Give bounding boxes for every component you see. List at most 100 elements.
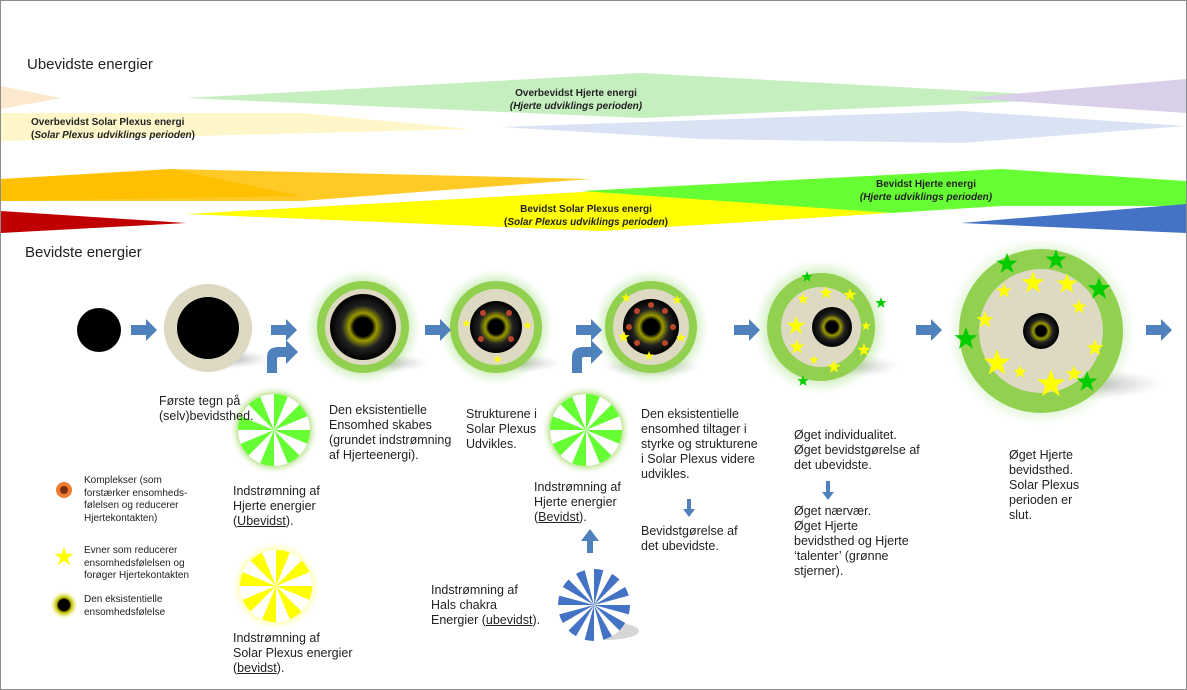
wheel-segment bbox=[568, 605, 594, 637]
talent-star-legend-icon bbox=[54, 547, 74, 566]
complex-legend-icon bbox=[56, 482, 72, 498]
wheel-segment bbox=[594, 587, 629, 605]
band-over-crown bbox=[966, 79, 1186, 113]
label-over-solar: Overbevidst Solar Plexus energi (Solar P… bbox=[31, 117, 195, 141]
up-arrow-throat bbox=[581, 529, 599, 553]
wheel-segment bbox=[560, 396, 586, 430]
wheel-segment bbox=[552, 430, 586, 456]
arrow-3 bbox=[425, 319, 451, 341]
arrow-7 bbox=[1146, 319, 1172, 341]
band-orange-tail bbox=[1, 169, 591, 201]
arrow-1 bbox=[131, 319, 157, 341]
label-over-heart: Overbevidst Hjerte energi (Hjerte udvikl… bbox=[509, 88, 643, 112]
heart-conscious-caption: Indstrømning af Hjerte energier (Bevidst… bbox=[534, 480, 621, 524]
arrow-2 bbox=[271, 319, 297, 341]
wheel-segment bbox=[240, 572, 276, 586]
down-arrow-1 bbox=[683, 499, 695, 517]
section-conscious-title: Bevidste energier bbox=[25, 244, 142, 261]
stage5-caption: Øget individualitet.Øget bevidstgørelse … bbox=[794, 428, 920, 472]
wheel-segment bbox=[262, 586, 276, 622]
throat-unconscious-wheel bbox=[558, 569, 639, 641]
stage3-center-dot bbox=[355, 319, 371, 335]
wheel-segment bbox=[586, 394, 600, 430]
arrow-6 bbox=[916, 319, 942, 341]
wheel-segment bbox=[572, 430, 586, 466]
loneliness-legend-icon bbox=[50, 591, 78, 619]
wheel-segment bbox=[274, 394, 288, 430]
band-over-heart bbox=[186, 73, 1101, 118]
stage7-center-dot bbox=[1037, 327, 1045, 335]
wheel-segment bbox=[594, 605, 612, 640]
wheel-segment bbox=[276, 586, 312, 600]
stage5-center-dot bbox=[644, 320, 658, 334]
stage4-complexes bbox=[478, 310, 514, 342]
solar-conscious-caption: Indstrømning af Solar Plexus energier (b… bbox=[233, 631, 353, 675]
band-over-throat bbox=[501, 111, 1186, 143]
process-diagram bbox=[77, 241, 1172, 553]
wheel-segment bbox=[594, 569, 604, 605]
label-conscious-solar: Bevidst Solar Plexus energi (Solar Plexu… bbox=[504, 204, 668, 228]
wheel-segment bbox=[562, 579, 594, 605]
wheel-segment bbox=[240, 430, 274, 456]
energy-bands bbox=[1, 73, 1186, 233]
wheel-segment bbox=[594, 605, 626, 631]
wheel-segment bbox=[586, 430, 612, 464]
heart-conscious-wheel bbox=[542, 386, 630, 474]
wheel-segment bbox=[260, 430, 274, 466]
wheel-segment bbox=[248, 396, 274, 430]
wheel-segment bbox=[559, 605, 594, 623]
band-over-solar-faint-left bbox=[1, 86, 61, 109]
bend-arrow-2 bbox=[572, 340, 603, 373]
stage1-caption: Første tegn på(selv)bevidsthed. bbox=[159, 394, 254, 423]
heart-unconscious-wheel bbox=[230, 386, 318, 474]
throat-unconscious-caption: Indstrømning af Hals chakra Energier (ub… bbox=[431, 583, 541, 627]
band-conscious-heart bbox=[581, 169, 1186, 213]
heart-unconscious-caption: Indstrømning af Hjerte energier (Ubevids… bbox=[233, 484, 320, 528]
wheel-segment bbox=[576, 570, 594, 605]
legend-icons bbox=[50, 482, 78, 619]
bend-arrow-1 bbox=[267, 340, 298, 373]
stage4-center-dot bbox=[489, 320, 503, 334]
wheel-segment bbox=[274, 430, 310, 444]
wheel-segment bbox=[238, 416, 274, 430]
arrow-4 bbox=[576, 319, 602, 341]
wheel-segment bbox=[586, 430, 622, 444]
wheel-segment bbox=[274, 430, 300, 464]
wheel-segment bbox=[242, 586, 276, 612]
label-conscious-heart: Bevidst Hjerte energi (Hjerte udviklings… bbox=[859, 179, 993, 203]
band-conscious-solar bbox=[186, 191, 891, 231]
down-arrow-2 bbox=[822, 481, 834, 500]
flow-arrows bbox=[131, 319, 1172, 553]
wheel-segment bbox=[550, 416, 586, 430]
wheel-segment bbox=[276, 550, 290, 586]
wheel-segment bbox=[594, 573, 620, 605]
stage1-small-dot bbox=[77, 308, 121, 352]
wheel-segment bbox=[276, 586, 302, 620]
solar-conscious-wheel bbox=[232, 542, 320, 630]
arrow-5 bbox=[734, 319, 760, 341]
wheel-segment bbox=[274, 404, 308, 430]
wheel-segment bbox=[276, 560, 310, 586]
wheel-segment bbox=[586, 404, 620, 430]
section-unconscious-title: Ubevidste energier bbox=[27, 56, 153, 73]
wheel-segment bbox=[594, 605, 630, 615]
stage6-center-dot bbox=[827, 322, 837, 332]
band-conscious-throat bbox=[961, 204, 1186, 233]
wheel-segment bbox=[250, 552, 276, 586]
stage5-complexes bbox=[626, 302, 676, 346]
band-over-solar bbox=[1, 113, 471, 141]
stage2-core bbox=[177, 297, 239, 359]
wheel-segment bbox=[558, 595, 594, 605]
band-red bbox=[1, 211, 186, 233]
wheel-segment bbox=[584, 605, 594, 641]
